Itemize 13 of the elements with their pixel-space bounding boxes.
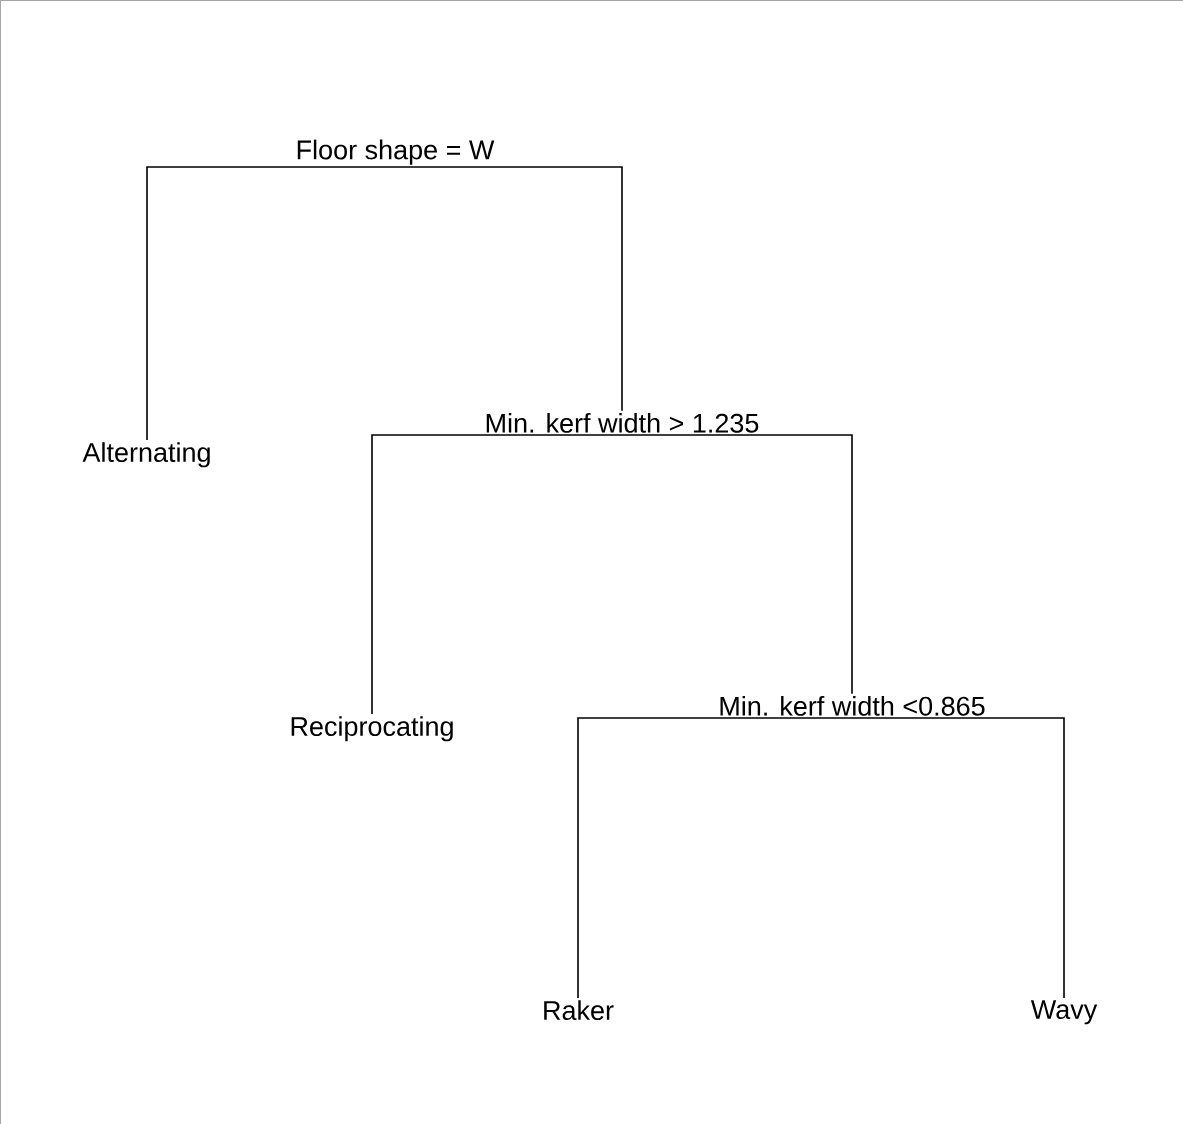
leaf-label: Raker (544, 1000, 614, 1021)
tree-branch (577, 717, 853, 999)
tree-branch (146, 166, 396, 441)
leaf-label: Wavy (1030, 1000, 1098, 1025)
leaf-label: Alternating (82, 442, 210, 468)
tree-branch (371, 434, 623, 715)
tree-branch (621, 434, 853, 695)
split-label: Min. kerf width <0.865 (720, 695, 985, 716)
split-label: Min. kerf width > 1.235 (486, 412, 759, 433)
tree-branch (394, 166, 623, 412)
tree-branch (851, 717, 1065, 999)
split-label: Floor shape = W (297, 139, 495, 165)
leaf-label: Reciprocating (291, 716, 453, 742)
